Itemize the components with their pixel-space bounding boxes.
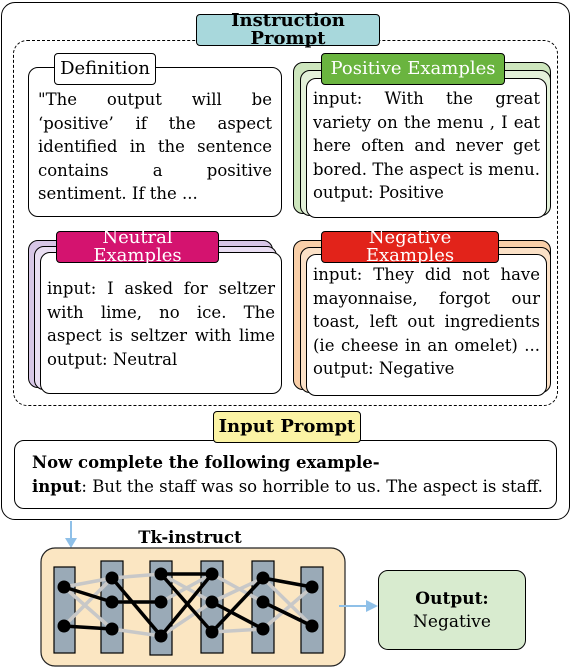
positive-examples-card: input: With the great variety on the men… [306,78,547,218]
input-prompt-box: Now complete the following example- inpu… [14,440,557,509]
positive-line: variety on the menu , I eat [313,112,540,132]
neuron-node [57,580,71,594]
definition-line: sentiment. If the ... [38,184,198,203]
faint-connections [62,572,314,638]
output-title: Output: [415,589,489,609]
neuron-node [205,625,219,639]
neuron-node [154,629,168,643]
neutral-line: input: I asked for seltzer [47,279,275,298]
neutral-line: with lime, no ice. The [47,302,275,322]
positive-examples-text: input: With the great variety on the men… [307,79,546,205]
neutral-examples-card: input: I asked for seltzer with lime, no… [40,252,282,394]
definition-line: "The output will be [38,90,272,109]
definition-text: "The output will be ‘positive’ if the as… [29,68,281,206]
input-prompt-label: Input Prompt [213,411,361,443]
layer-bar [300,566,324,654]
positive-examples-label: Positive Examples [321,53,505,85]
neuron-node [105,622,119,636]
layer-bar [53,566,76,654]
input-prompt-instruction: Now complete the following example- [32,453,380,472]
positive-line: output: Positive [313,183,444,202]
neuron-nodes [57,567,319,643]
negative-line: output: Negative [313,359,455,378]
model-name: Tk-instruct [138,528,242,547]
negative-examples-text: input: They did not have mayonnaise, for… [307,255,546,381]
neuron-node [305,619,319,633]
neuron-node [256,595,270,609]
negative-examples-card: input: They did not have mayonnaise, for… [306,254,547,396]
negative-line: toast, left out ingredients [313,312,540,331]
neutral-line: output: Neutral [47,349,178,369]
neuron-node [205,595,219,609]
input-prompt-line: input: But the staff was so horrible to … [32,475,543,499]
neuron-node [256,622,270,636]
output-arrow [339,600,378,612]
positive-line: input: With the great [313,89,540,108]
definition-line: contains a positive [38,160,272,180]
input-sentence: : But the staff was so horrible to us. T… [81,477,543,496]
neuron-node [57,619,71,633]
output-box: Output: Negative [378,570,526,650]
definition-label: Definition [54,53,156,85]
neutral-examples-label: Neutral Examples [56,229,219,265]
input-prompt-text: Now complete the following example- inpu… [32,451,543,499]
input-keyword: input [32,477,82,496]
positive-line: bored. The aspect is menu. [313,159,540,179]
neuron-node [154,567,168,581]
strong-connections [63,572,313,638]
neutral-examples-text: input: I asked for seltzer with lime, no… [41,253,281,371]
neuron-node [256,571,270,585]
neutral-line: aspect is seltzer with lime [47,326,275,345]
negative-examples-label: Negative Examples [321,229,499,265]
instruction-prompt-label: Instruction Prompt [196,12,380,48]
input-arrow [65,521,77,548]
neuron-node [154,595,168,609]
negative-line: (ie cheese in an omelet) ... [313,335,540,355]
definition-line: ‘positive’ if the aspect [38,113,272,133]
neuron-node [305,580,319,594]
positive-line: here often and never get [313,136,540,155]
neuron-node [105,595,119,609]
neuron-node [205,567,219,581]
definition-line: identified in the sentence [38,137,272,156]
output-value: Negative [413,612,491,632]
negative-line: input: They did not have [313,265,540,284]
neuron-node [105,571,119,585]
negative-line: mayonnaise, forgot our [313,288,540,308]
definition-card: "The output will be ‘positive’ if the as… [28,67,282,217]
